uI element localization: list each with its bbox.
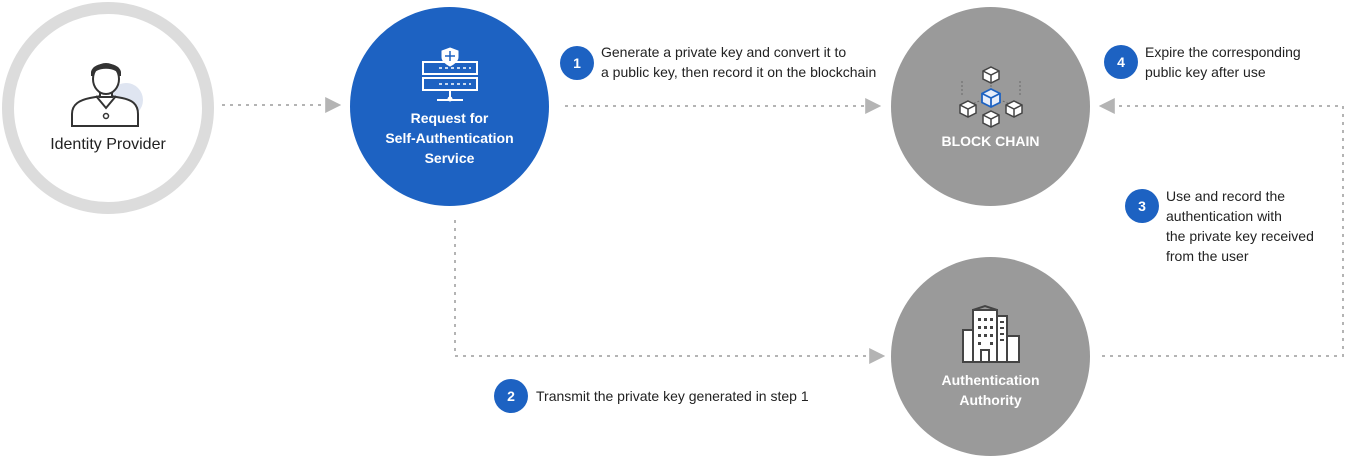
request-service-label-line: Request for (410, 109, 489, 126)
step-text-line: Use and record the (1166, 188, 1286, 204)
step-text-line: Generate a private key and convert it to (601, 44, 847, 60)
step-4-text: Expire the corresponding public key afte… (1145, 42, 1301, 82)
request-service-label-line: Service (424, 149, 475, 166)
authentication-authority-node: Authentication Authority (891, 257, 1090, 456)
step-3-badge: 3 (1125, 189, 1159, 223)
authority-label-line: Authentication (941, 371, 1040, 388)
step-text-line: authentication with (1166, 208, 1282, 224)
edge-authority-to-blockchain (1098, 98, 1344, 357)
step-4-badge: 4 (1104, 45, 1138, 79)
step-1-badge: 1 (560, 46, 594, 80)
blockchain-cubes-icon (958, 65, 1023, 128)
blockchain-node: BLOCK CHAIN (891, 7, 1090, 206)
step-text-line: Transmit the private key generated in st… (536, 388, 809, 404)
authentication-authority-label: Authentication Authority (942, 370, 1040, 410)
buildings-icon (961, 304, 1020, 363)
step-2-text: Transmit the private key generated in st… (536, 386, 809, 406)
step-text-line: a public key, then record it on the bloc… (601, 64, 877, 80)
identity-provider-label: Identity Provider (50, 136, 166, 153)
authority-label-line: Authority (959, 391, 1022, 408)
step-text-line: Expire the corresponding (1145, 44, 1301, 60)
request-service-label-line: Self-Authentication (385, 129, 514, 146)
identity-provider-node: Identity Provider (2, 2, 214, 214)
step-1-text: Generate a private key and convert it to… (601, 42, 876, 82)
person-icon (71, 63, 143, 127)
step-2-badge: 2 (494, 379, 528, 413)
step-text-line: the private key received (1166, 228, 1314, 244)
blockchain-label: BLOCK CHAIN (941, 132, 1040, 149)
server-shield-icon (421, 46, 478, 101)
step-3-text: Use and record the authentication with t… (1166, 186, 1314, 266)
step-text-line: from the user (1166, 248, 1249, 264)
step-text-line: public key after use (1145, 64, 1266, 80)
edge-request-to-authority (454, 220, 886, 364)
request-service-node: Request for Self-Authentication Service (350, 7, 549, 206)
request-service-label: Request for Self-Authentication Service (385, 108, 513, 168)
